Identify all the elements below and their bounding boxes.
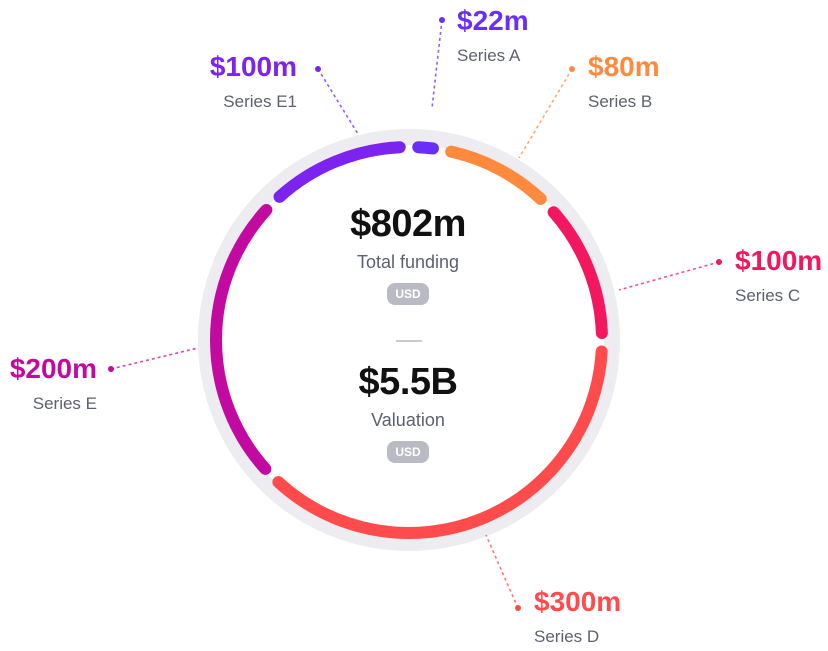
slice-amount-label: $100m [210, 51, 297, 82]
slice-series-label: Series B [588, 92, 652, 111]
slice-amount-label: $300m [534, 586, 621, 617]
slice-series-label: Series E [33, 394, 97, 413]
leader-dot [716, 259, 722, 265]
slice-series-label: Series D [534, 627, 599, 646]
leader-dot [315, 66, 321, 72]
leader-dot [515, 605, 521, 611]
total-funding-block: $802m Total funding USD [308, 203, 508, 305]
slice-amount-label: $80m [588, 51, 660, 82]
leader-dot [108, 366, 114, 372]
donut-slice-series-e [210, 203, 273, 475]
slice-amount-label: $100m [735, 245, 822, 276]
slice-series-label: Series E1 [223, 92, 297, 111]
center-divider [396, 340, 422, 342]
donut-slice-series-c [547, 206, 608, 340]
total-funding-value: $802m [350, 203, 466, 245]
donut-slice-series-b [445, 145, 547, 205]
leader-line [110, 347, 199, 370]
valuation-currency-badge: USD [387, 441, 429, 463]
leader-line [485, 534, 519, 609]
leader-dot [569, 66, 575, 72]
valuation-label: Valuation [371, 410, 445, 430]
slice-series-label: Series A [457, 46, 521, 65]
leader-line [431, 19, 443, 109]
donut-slice-series-d [272, 345, 608, 539]
donut-track [198, 129, 620, 551]
slice-series-label: Series C [735, 286, 800, 305]
valuation-value: $5.5B [358, 361, 458, 403]
leader-line [518, 68, 573, 159]
leader-line [618, 261, 720, 291]
slice-amount-label: $22m [457, 5, 529, 36]
leader-line [317, 68, 359, 135]
leader-dot [439, 17, 445, 23]
donut-slice-series-e1 [273, 141, 406, 203]
valuation-block: $5.5B Valuation USD [308, 361, 508, 463]
total-funding-label: Total funding [356, 252, 460, 272]
donut-slice-series-a [412, 141, 439, 155]
slice-amount-label: $200m [10, 353, 97, 384]
total-funding-currency-badge: USD [387, 283, 429, 305]
